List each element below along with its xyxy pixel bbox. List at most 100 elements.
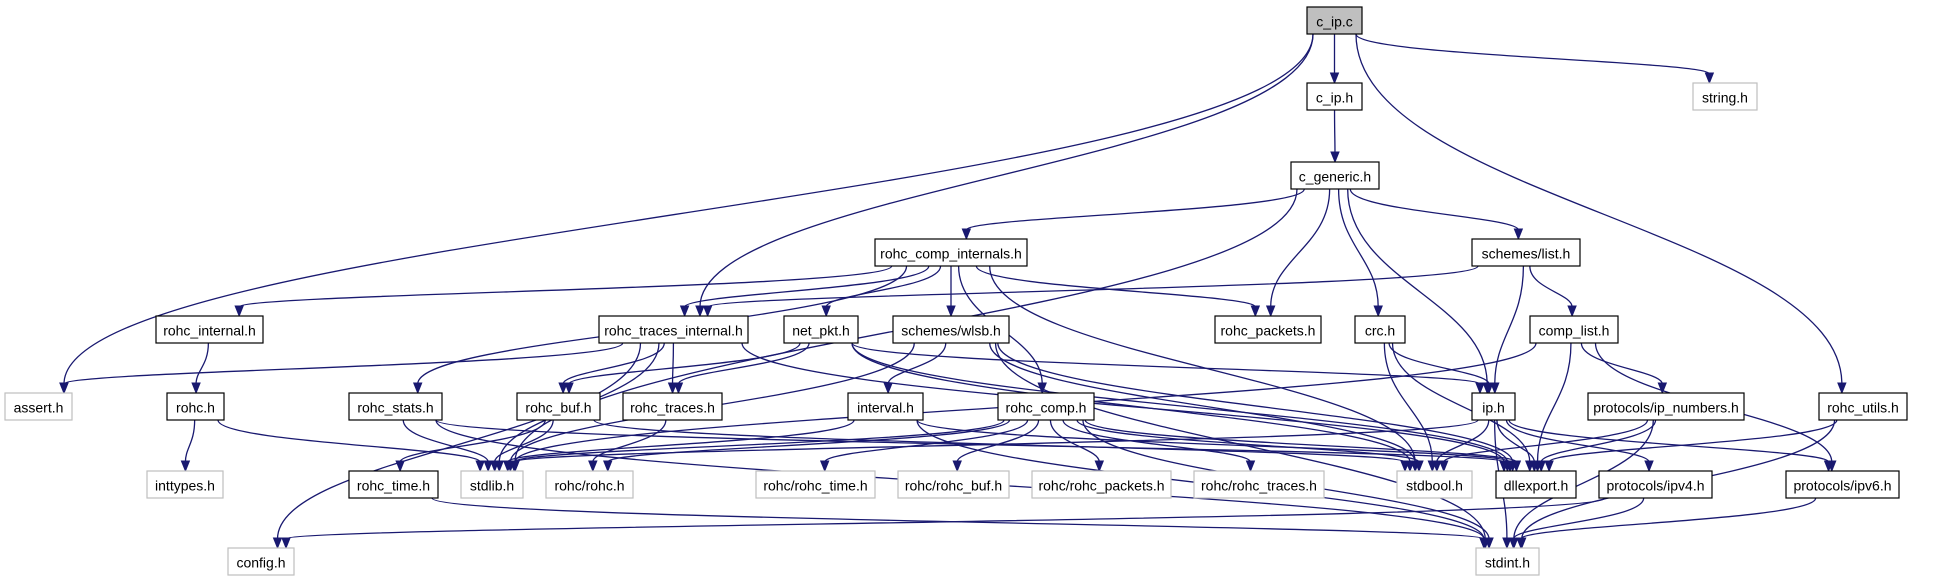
arrowhead-icon (483, 460, 493, 473)
node-rohc-time-h[interactable]: rohc_time.h (348, 470, 439, 499)
edge-c-ip-h-to-c-generic-h (1330, 109, 1340, 164)
edge-line (1076, 419, 1420, 463)
arrowhead-icon (1536, 460, 1546, 473)
edge-line (1337, 188, 1379, 308)
edge-interval-h-to-stdlib-h (503, 419, 855, 473)
edge-ip-h-to-ipv4-h (1505, 419, 1654, 473)
edge-c-generic-h-to-crc-h (1337, 188, 1383, 318)
edge-rohc-utils-h-to-dllexport-h (1544, 419, 1838, 473)
edge-line (399, 419, 546, 463)
node-rohc-buf-h[interactable]: rohc_buf.h (516, 392, 601, 421)
node-box (516, 392, 601, 421)
node-string-h[interactable]: string.h (1692, 82, 1758, 111)
edge-rohc-time-h-to-stdint-h (431, 497, 1489, 550)
arrowhead-icon (191, 382, 201, 395)
edge-net-pkt-h-to-ip-h (851, 342, 1485, 395)
edge-line (1520, 497, 1817, 540)
node-schemes-list-h[interactable]: schemes/list.h (1471, 238, 1581, 267)
node-rohc-utils-h[interactable]: rohc_utils.h (1818, 392, 1908, 421)
edge-line (1270, 188, 1331, 308)
node-net-pkt-h[interactable]: net_pkt.h (783, 315, 859, 344)
node-box (146, 470, 224, 499)
arrowhead-icon (1657, 382, 1668, 395)
node-label: protocols/ipv4.h (1606, 478, 1704, 494)
edge-line (683, 265, 930, 308)
edge-line (1508, 419, 1830, 463)
node-interval-h[interactable]: interval.h (847, 392, 924, 421)
node-rohc-traces-internal-h[interactable]: rohc_traces_internal.h (598, 315, 749, 344)
node-dllexport-h[interactable]: dllexport.h (1495, 470, 1577, 499)
arrowhead-icon (702, 305, 713, 318)
node-box (1495, 470, 1577, 499)
arrowhead-icon (1490, 382, 1500, 395)
edge-ipv4-h-to-config-h (281, 497, 1606, 550)
node-crc-h[interactable]: crc.h (1354, 315, 1406, 344)
node-box (1529, 315, 1619, 344)
node-config-h[interactable]: config.h (227, 547, 295, 576)
node-label: rohc_utils.h (1827, 400, 1899, 416)
node-rohc-h[interactable]: rohc.h (166, 392, 225, 421)
node-c-generic-h[interactable]: c_generic.h (1290, 161, 1380, 190)
arrowhead-icon (489, 460, 500, 473)
edge-rohc-traces-internal-h-to-rohc-buf-h (558, 342, 665, 395)
node-stdint-h[interactable]: stdint.h (1475, 547, 1540, 576)
node-rohc-rohc-traces-h[interactable]: rohc/rohc_traces.h (1193, 470, 1325, 499)
node-box (1818, 392, 1908, 421)
node-rohc-rohc-h[interactable]: rohc/rohc.h (545, 470, 634, 499)
node-rohc-internal-h[interactable]: rohc_internal.h (155, 315, 264, 344)
node-comp-list-h[interactable]: comp_list.h (1529, 315, 1619, 344)
edge-line (431, 497, 1485, 540)
node-c-ip-h[interactable]: c_ip.h (1306, 82, 1363, 111)
arrowhead-icon (1704, 72, 1715, 85)
edge-line (965, 188, 1305, 231)
node-label: rohc_traces.h (630, 400, 715, 416)
edge-line (887, 342, 947, 385)
node-rohc-rohc-time-h[interactable]: rohc/rohc_time.h (755, 470, 876, 499)
node-rohc-packets-h[interactable]: rohc_packets.h (1214, 315, 1322, 344)
node-rohc-rohc-buf-h[interactable]: rohc/rohc_buf.h (897, 470, 1010, 499)
edge-line (1443, 419, 1649, 463)
arrowhead-icon (679, 305, 690, 318)
node-label: rohc/rohc_packets.h (1038, 478, 1164, 494)
node-rohc-comp-internals-h[interactable]: rohc_comp_internals.h (874, 238, 1028, 267)
edge-line (825, 265, 942, 308)
arrowhead-icon (1644, 460, 1654, 473)
node-stdbool-h[interactable]: stdbool.h (1396, 470, 1473, 499)
arrowhead-icon (1502, 537, 1512, 550)
arrowhead-icon (1400, 460, 1410, 473)
node-label: protocols/ip_numbers.h (1593, 400, 1739, 416)
edge-rohc-traces-internal-h-to-rohc-traces-h (667, 342, 678, 395)
node-box (1587, 392, 1745, 421)
node-label: rohc_comp.h (1006, 400, 1087, 416)
arrowhead-icon (1508, 537, 1519, 550)
arrowhead-icon (281, 537, 291, 550)
node-label: string.h (1702, 90, 1748, 106)
edge-line (1391, 342, 1531, 463)
node-box (1598, 470, 1713, 499)
node-box (1193, 470, 1325, 499)
edge-rohc-comp-internals-h-to-schemes-wlsb-h (946, 265, 956, 318)
node-protocols-ip-numbers-h[interactable]: protocols/ip_numbers.h (1587, 392, 1745, 421)
node-c-ip-c[interactable]: c_ip.c (1306, 6, 1363, 35)
arrowhead-icon (558, 382, 568, 395)
node-inttypes-h[interactable]: inttypes.h (146, 470, 224, 499)
arrowhead-icon (1250, 305, 1261, 318)
node-stdlib-h[interactable]: stdlib.h (460, 470, 524, 499)
node-label: stdbool.h (1406, 478, 1463, 494)
node-assert-h[interactable]: assert.h (4, 392, 73, 421)
node-ip-h[interactable]: ip.h (1471, 392, 1516, 421)
node-rohc-comp-h[interactable]: rohc_comp.h (997, 392, 1095, 421)
arrowhead-icon (503, 460, 513, 473)
node-label: rohc/rohc.h (554, 478, 624, 494)
node-label: rohc/rohc_time.h (763, 478, 867, 494)
node-rohc-traces-h[interactable]: rohc_traces.h (622, 392, 723, 421)
arrowhead-icon (1432, 460, 1442, 473)
node-protocols-ipv6-h[interactable]: protocols/ipv6.h (1785, 470, 1900, 499)
edge-ip-h-to-stdlib-h (510, 419, 1479, 473)
node-box (348, 392, 443, 421)
node-label: inttypes.h (155, 478, 215, 494)
node-schemes-wlsb-h[interactable]: schemes/wlsb.h (892, 315, 1010, 344)
node-rohc-rohc-packets-h[interactable]: rohc/rohc_packets.h (1031, 470, 1172, 499)
node-rohc-stats-h[interactable]: rohc_stats.h (348, 392, 443, 421)
node-protocols-ipv4-h[interactable]: protocols/ipv4.h (1598, 470, 1713, 499)
